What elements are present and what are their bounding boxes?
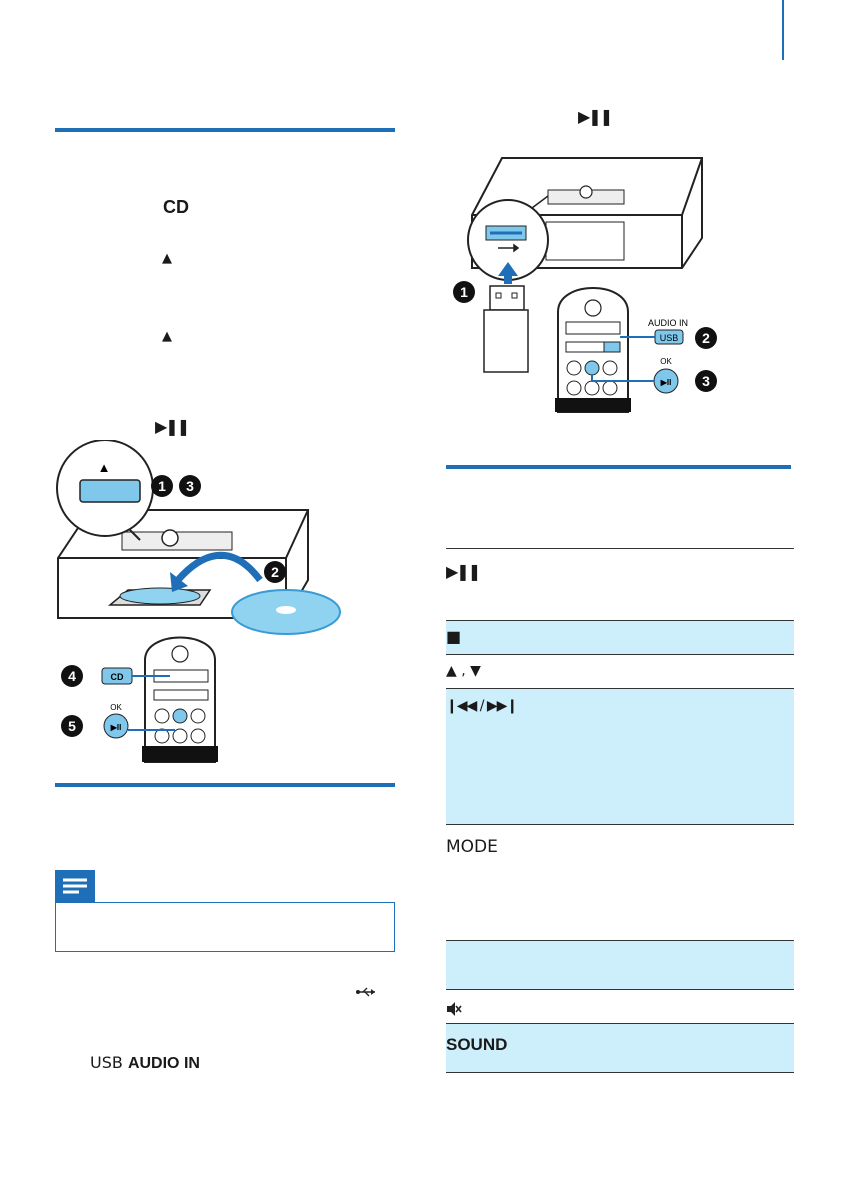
mute-icon [447,1002,462,1016]
step-badge: 1 [158,478,166,494]
usb-audio-in-text: USB AUDIO IN [90,1053,200,1073]
eject-symbol: ▲ [162,329,172,344]
usb-playback-illustration: 1 AUDIO IN USB 2 OK ▶II 3 [453,157,717,413]
step-badge: 3 [186,478,194,494]
step-badge: 1 [460,284,468,300]
step-badge: 4 [68,668,76,684]
table-key-stop: ■ [446,627,462,646]
table-key-skip: ❙◀◀ / ▶▶❙ [446,698,518,714]
table-rule [446,1072,794,1073]
play-button-label: ▶II [660,378,672,387]
table-rule [446,620,794,621]
table-rule [446,548,794,549]
audio-in-text: AUDIO IN [127,1055,200,1072]
ok-label: OK [660,357,672,366]
table-row [446,621,794,654]
step-badge: 5 [68,718,76,734]
play-button-label: ▶II [110,723,122,732]
step-badge: 2 [702,330,710,346]
table-rule [446,824,794,825]
table-key-sound: SOUND [446,1035,508,1054]
table-row [446,941,794,989]
eject-symbol: ▲ [162,251,172,266]
cd-button-label: CD [111,672,124,682]
step-badge: 3 [702,373,710,389]
table-rule [446,688,794,689]
table-rule [446,989,794,990]
table-rule [446,940,794,941]
section-rule-playback [446,465,791,469]
ok-label: OK [110,703,122,712]
table-key-up-down: ▲ , ▼ [446,663,481,679]
note-box [55,902,395,952]
table-key-play-pause: ▶❚❚ [446,562,481,581]
play-pause-symbol: ▶❚❚ [578,107,613,126]
table-key-mode: MODE [446,837,498,857]
eject-button-label: ▲ [98,460,111,475]
cd-label: CD [163,197,189,217]
usb-icon [356,987,375,997]
cd-insertion-illustration: ▲ 1 3 2 4 CD 5 OK ▶II [56,440,341,763]
table-rule [446,1023,794,1024]
step-badge: 2 [271,564,279,580]
table-row [446,689,794,824]
audio-in-label: AUDIO IN [648,318,688,328]
section-rule-cd [55,128,395,132]
table-row [446,1024,794,1072]
section-rule-usb [55,783,395,787]
note-tab [55,870,95,902]
table-rule [446,654,794,655]
usb-text: USB [90,1053,123,1072]
usb-button-label: USB [660,333,679,343]
play-pause-symbol: ▶❚❚ [155,417,190,436]
note-icon [63,878,87,894]
page-edge-marker [782,0,784,60]
